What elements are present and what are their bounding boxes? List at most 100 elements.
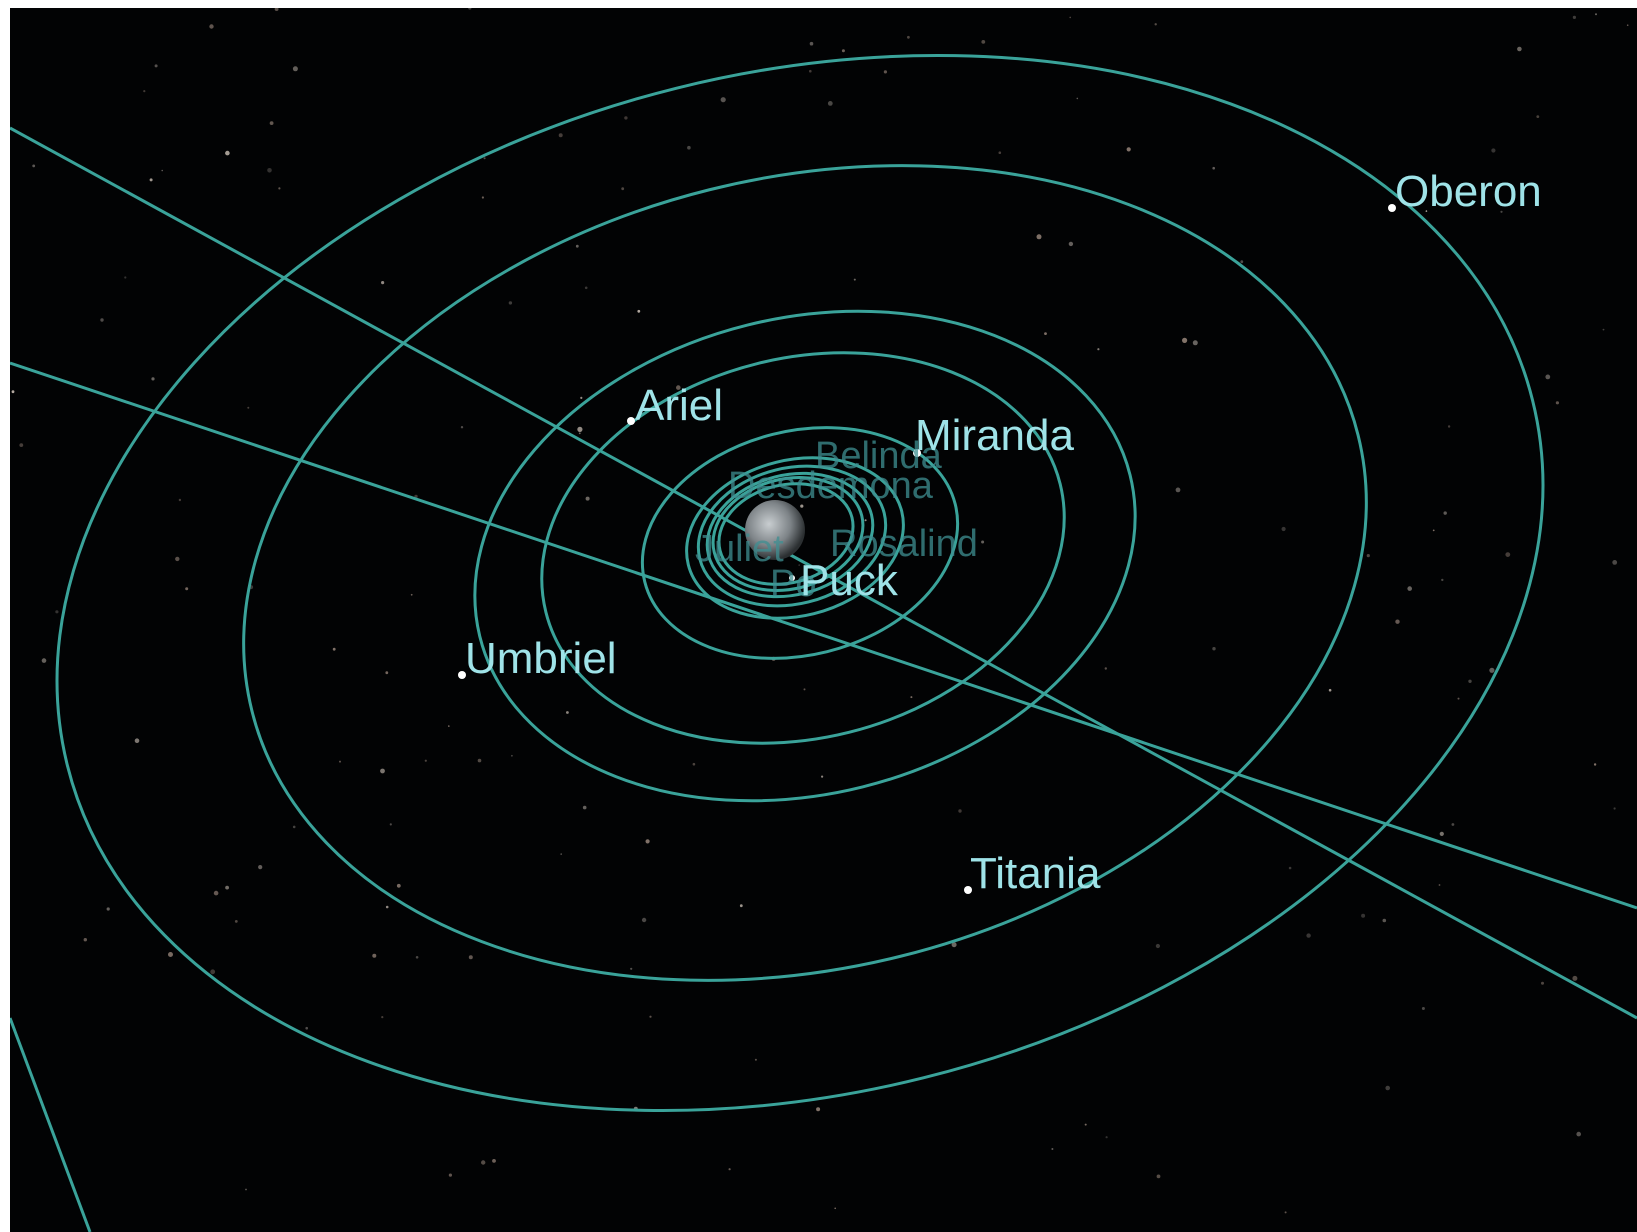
label-titania: Titania [970, 849, 1101, 898]
background-star [11, 390, 15, 394]
background-star [1443, 511, 1447, 515]
label-ariel: Ariel [635, 381, 723, 430]
background-star [624, 116, 628, 120]
background-star [1468, 679, 1472, 683]
moon-dot-titania [964, 886, 972, 894]
background-star [728, 1168, 731, 1171]
background-star [1051, 1148, 1054, 1150]
background-star [649, 1015, 652, 1018]
background-star [621, 187, 625, 191]
background-star [1068, 241, 1074, 247]
background-star [1361, 913, 1366, 918]
background-star [1593, 763, 1597, 766]
background-star [245, 1188, 247, 1191]
background-star [185, 587, 189, 591]
moon-markers [458, 204, 1396, 894]
background-star [225, 150, 230, 156]
background-star [1612, 560, 1618, 565]
background-star [1555, 401, 1559, 405]
background-star [754, 1058, 757, 1061]
background-stars [11, 8, 1629, 1214]
background-star [981, 40, 986, 44]
background-star [381, 281, 385, 285]
background-star [1084, 1123, 1087, 1126]
background-star [1432, 529, 1435, 532]
background-star [292, 825, 296, 829]
background-star [907, 35, 910, 39]
background-star [448, 725, 450, 727]
background-star [267, 168, 272, 173]
label-rosalind: Rosalind [830, 523, 978, 565]
background-star [1441, 578, 1444, 582]
background-star [1451, 823, 1455, 826]
background-star [1425, 210, 1428, 212]
background-star [964, 425, 969, 430]
background-star [720, 97, 726, 103]
orbit-titania [242, 164, 1368, 982]
background-star [1281, 526, 1286, 532]
orbit-miranda [640, 426, 960, 660]
background-star [584, 286, 588, 290]
label-miranda: Miranda [915, 411, 1074, 460]
background-star [106, 907, 110, 911]
moon-dot-puck [789, 575, 795, 581]
background-star [175, 556, 180, 562]
background-star [1069, 16, 1071, 19]
background-star [1572, 975, 1578, 981]
background-star [827, 101, 833, 106]
background-star [582, 805, 587, 810]
background-star [883, 70, 888, 74]
background-star [981, 540, 985, 544]
orbit-ariel [540, 351, 1066, 745]
label-umbriel: Umbriel [465, 634, 617, 683]
background-star [508, 301, 513, 305]
background-star [134, 738, 140, 743]
background-star [1155, 943, 1160, 949]
background-star [213, 890, 219, 896]
background-star [83, 938, 88, 942]
background-star [637, 309, 641, 313]
background-star [1105, 1136, 1108, 1139]
background-star [274, 8, 279, 11]
background-star [19, 443, 24, 447]
background-star [492, 1159, 496, 1163]
background-star [951, 942, 957, 948]
background-star [1576, 1131, 1581, 1137]
background-star [389, 823, 392, 826]
background-star [1439, 831, 1444, 837]
orbit-line-2 [10, 361, 1637, 910]
background-star [803, 688, 806, 691]
background-star [821, 775, 824, 778]
background-star [385, 671, 389, 675]
background-star [1044, 332, 1047, 335]
inner-moon-labels: Belinda Desdemona Juliet Po Rosalind [695, 435, 978, 605]
background-star [1175, 487, 1181, 493]
background-star [41, 658, 47, 663]
background-star [178, 498, 182, 502]
background-star [809, 41, 814, 46]
moon-dot-umbriel [458, 671, 466, 679]
background-star [154, 64, 158, 68]
background-star [798, 564, 800, 566]
background-star [1457, 697, 1460, 700]
label-portia: Po [770, 563, 816, 605]
background-star [1438, 884, 1441, 886]
background-star [577, 426, 583, 432]
orbit-line-3 [10, 1017, 92, 1232]
background-star [32, 164, 36, 168]
background-star [739, 904, 743, 908]
background-star [1595, 13, 1597, 16]
background-star [209, 24, 214, 29]
background-star [1572, 15, 1576, 19]
background-star [1192, 340, 1198, 346]
background-star [809, 69, 812, 73]
background-star [468, 8, 472, 10]
background-star [234, 920, 238, 923]
background-star [676, 385, 681, 390]
background-star [468, 955, 473, 960]
background-star [396, 883, 401, 888]
background-star [292, 66, 298, 72]
background-star [1500, 210, 1503, 213]
background-star [1489, 667, 1495, 673]
background-star [247, 406, 250, 409]
